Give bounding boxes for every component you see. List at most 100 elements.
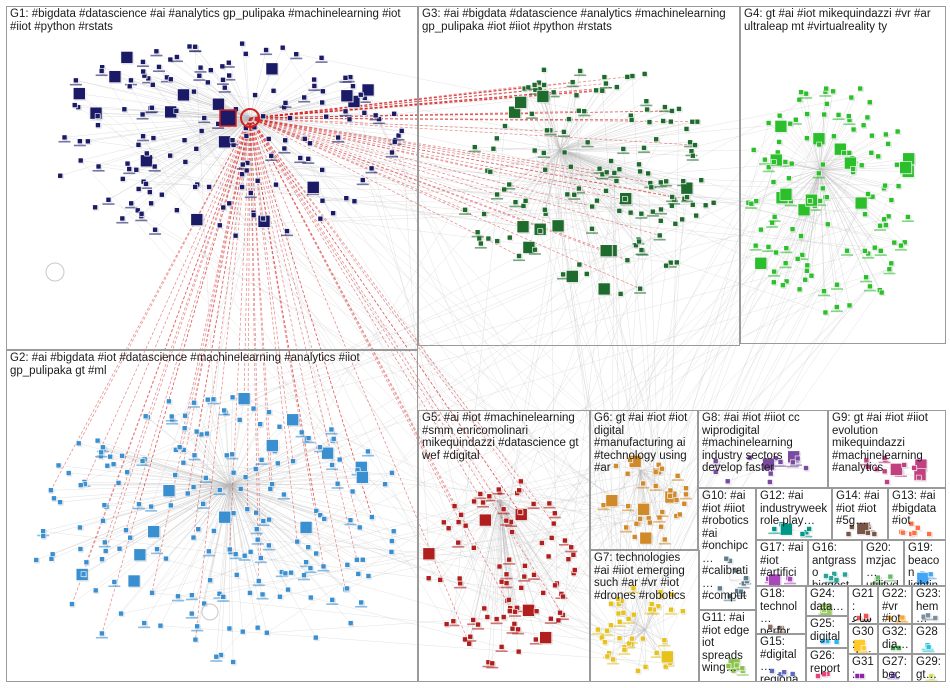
group-box-g14: G14: #ai #iot #iot #5g… bbox=[832, 488, 888, 540]
node bbox=[191, 88, 197, 95]
node bbox=[140, 68, 146, 75]
node bbox=[218, 510, 232, 524]
node-label bbox=[300, 565, 313, 568]
node bbox=[372, 112, 379, 119]
node bbox=[250, 212, 257, 219]
hub-edge bbox=[246, 117, 251, 510]
node-label bbox=[151, 552, 164, 555]
edge bbox=[320, 218, 657, 653]
edge bbox=[470, 499, 501, 637]
node bbox=[107, 453, 113, 460]
edge bbox=[175, 474, 231, 486]
node bbox=[212, 97, 225, 111]
edge bbox=[229, 484, 351, 521]
hub-edge bbox=[249, 117, 555, 524]
hub-edge bbox=[229, 117, 251, 550]
node-label bbox=[207, 402, 220, 405]
hub-edge bbox=[249, 89, 536, 119]
edge bbox=[510, 225, 881, 609]
node-label bbox=[202, 554, 215, 557]
node bbox=[204, 430, 210, 437]
node-label bbox=[302, 162, 315, 164]
edge bbox=[229, 484, 236, 555]
node bbox=[318, 55, 325, 61]
edge bbox=[200, 67, 251, 119]
hub-edge bbox=[249, 117, 564, 133]
edge bbox=[171, 419, 231, 486]
node bbox=[307, 140, 313, 147]
edge bbox=[559, 149, 607, 251]
edge bbox=[559, 149, 587, 274]
node bbox=[190, 484, 197, 490]
node bbox=[358, 599, 365, 606]
hub-edge bbox=[249, 117, 698, 123]
group-box-g32: G32: dia… bbox=[878, 624, 912, 654]
edge bbox=[249, 117, 269, 140]
edge bbox=[660, 286, 871, 527]
node bbox=[190, 534, 197, 541]
node bbox=[330, 210, 336, 216]
edge bbox=[499, 499, 569, 560]
edge bbox=[624, 526, 628, 650]
node-label bbox=[332, 141, 345, 143]
edge bbox=[660, 171, 854, 593]
edge bbox=[642, 201, 757, 484]
edge bbox=[819, 169, 850, 306]
node bbox=[220, 204, 227, 211]
node bbox=[147, 525, 160, 538]
node bbox=[204, 396, 211, 403]
node bbox=[679, 216, 685, 223]
node-label bbox=[137, 139, 150, 142]
edge bbox=[229, 460, 294, 486]
node bbox=[252, 92, 258, 98]
edge bbox=[684, 286, 871, 504]
node-label bbox=[210, 660, 223, 662]
edge bbox=[125, 484, 231, 531]
edge bbox=[183, 462, 646, 668]
node-label bbox=[199, 481, 212, 483]
node bbox=[294, 538, 301, 545]
node-label bbox=[326, 468, 339, 471]
node bbox=[111, 579, 118, 585]
edge bbox=[727, 469, 761, 482]
edge bbox=[249, 95, 347, 119]
edge bbox=[819, 169, 837, 308]
node bbox=[40, 533, 47, 539]
edge bbox=[152, 465, 617, 594]
node bbox=[254, 177, 261, 184]
edge bbox=[141, 117, 251, 217]
edge bbox=[559, 149, 653, 212]
edge bbox=[118, 482, 231, 486]
node bbox=[189, 592, 195, 598]
node-label bbox=[635, 253, 648, 256]
node bbox=[566, 116, 572, 122]
node-label bbox=[304, 571, 317, 574]
node bbox=[583, 271, 590, 277]
edge bbox=[154, 117, 251, 230]
edge bbox=[559, 121, 671, 151]
node bbox=[83, 559, 90, 566]
node-label bbox=[326, 603, 339, 605]
node-label bbox=[325, 432, 338, 435]
edge bbox=[229, 484, 369, 577]
node bbox=[253, 526, 260, 532]
node bbox=[589, 203, 595, 210]
node-label bbox=[585, 232, 598, 234]
node bbox=[321, 446, 334, 460]
edge bbox=[378, 118, 620, 622]
node bbox=[255, 578, 262, 584]
node-label bbox=[166, 422, 179, 425]
edge bbox=[98, 166, 541, 230]
node bbox=[239, 184, 245, 190]
hub-edge bbox=[249, 117, 641, 290]
group-box-g6: G6: gt #ai #iot #iot digital #manufactur… bbox=[590, 410, 698, 550]
group-label-g32: G32: dia… bbox=[882, 626, 909, 651]
node bbox=[254, 624, 261, 631]
node-label bbox=[290, 57, 303, 60]
group-label-g17: G17: #ai #iot #artifici… bbox=[760, 542, 804, 586]
hub-edge bbox=[249, 84, 545, 119]
edge bbox=[110, 456, 231, 486]
node bbox=[220, 594, 227, 600]
edge bbox=[506, 263, 761, 584]
edge bbox=[296, 53, 585, 112]
